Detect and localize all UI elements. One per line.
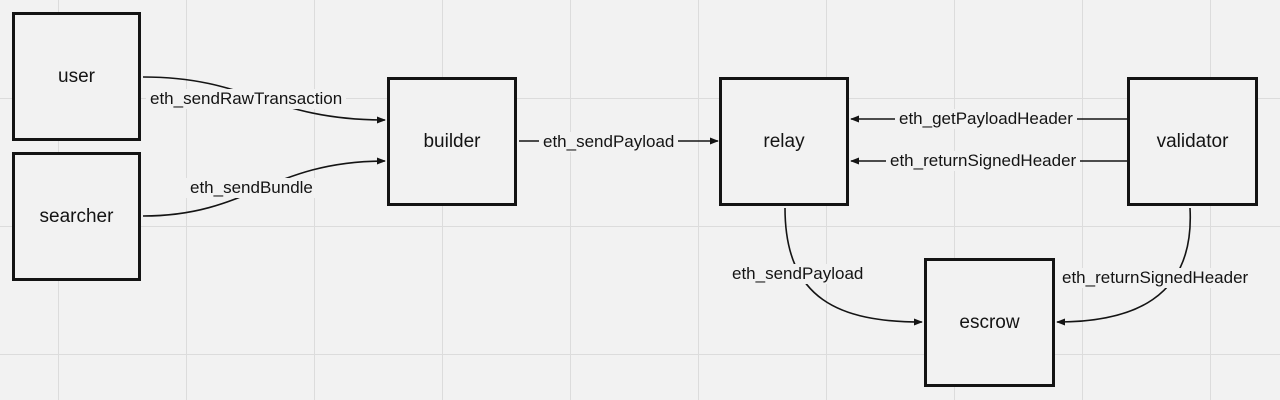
node-builder[interactable]: builder (387, 77, 517, 206)
label-eth-sendpayload-escrow: eth_sendPayload (728, 264, 868, 284)
label-eth-sendpayload-relay: eth_sendPayload (539, 132, 679, 152)
label-eth-getpayloadheader: eth_getPayloadHeader (895, 109, 1077, 129)
node-relay[interactable]: relay (719, 77, 849, 206)
node-user[interactable]: user (12, 12, 141, 141)
label-eth-returnsignedheader-relay: eth_returnSignedHeader (886, 151, 1081, 171)
edge-validator-escrow (1056, 207, 1191, 326)
node-escrow[interactable]: escrow (924, 258, 1055, 387)
label-eth-sendbundle: eth_sendBundle (186, 178, 317, 198)
label-eth-sendrawtransaction: eth_sendRawTransaction (146, 89, 347, 109)
label-eth-returnsignedheader-escrow: eth_returnSignedHeader (1058, 268, 1253, 288)
node-searcher[interactable]: searcher (12, 152, 141, 281)
edge-relay-escrow (784, 207, 923, 326)
node-validator[interactable]: validator (1127, 77, 1258, 206)
